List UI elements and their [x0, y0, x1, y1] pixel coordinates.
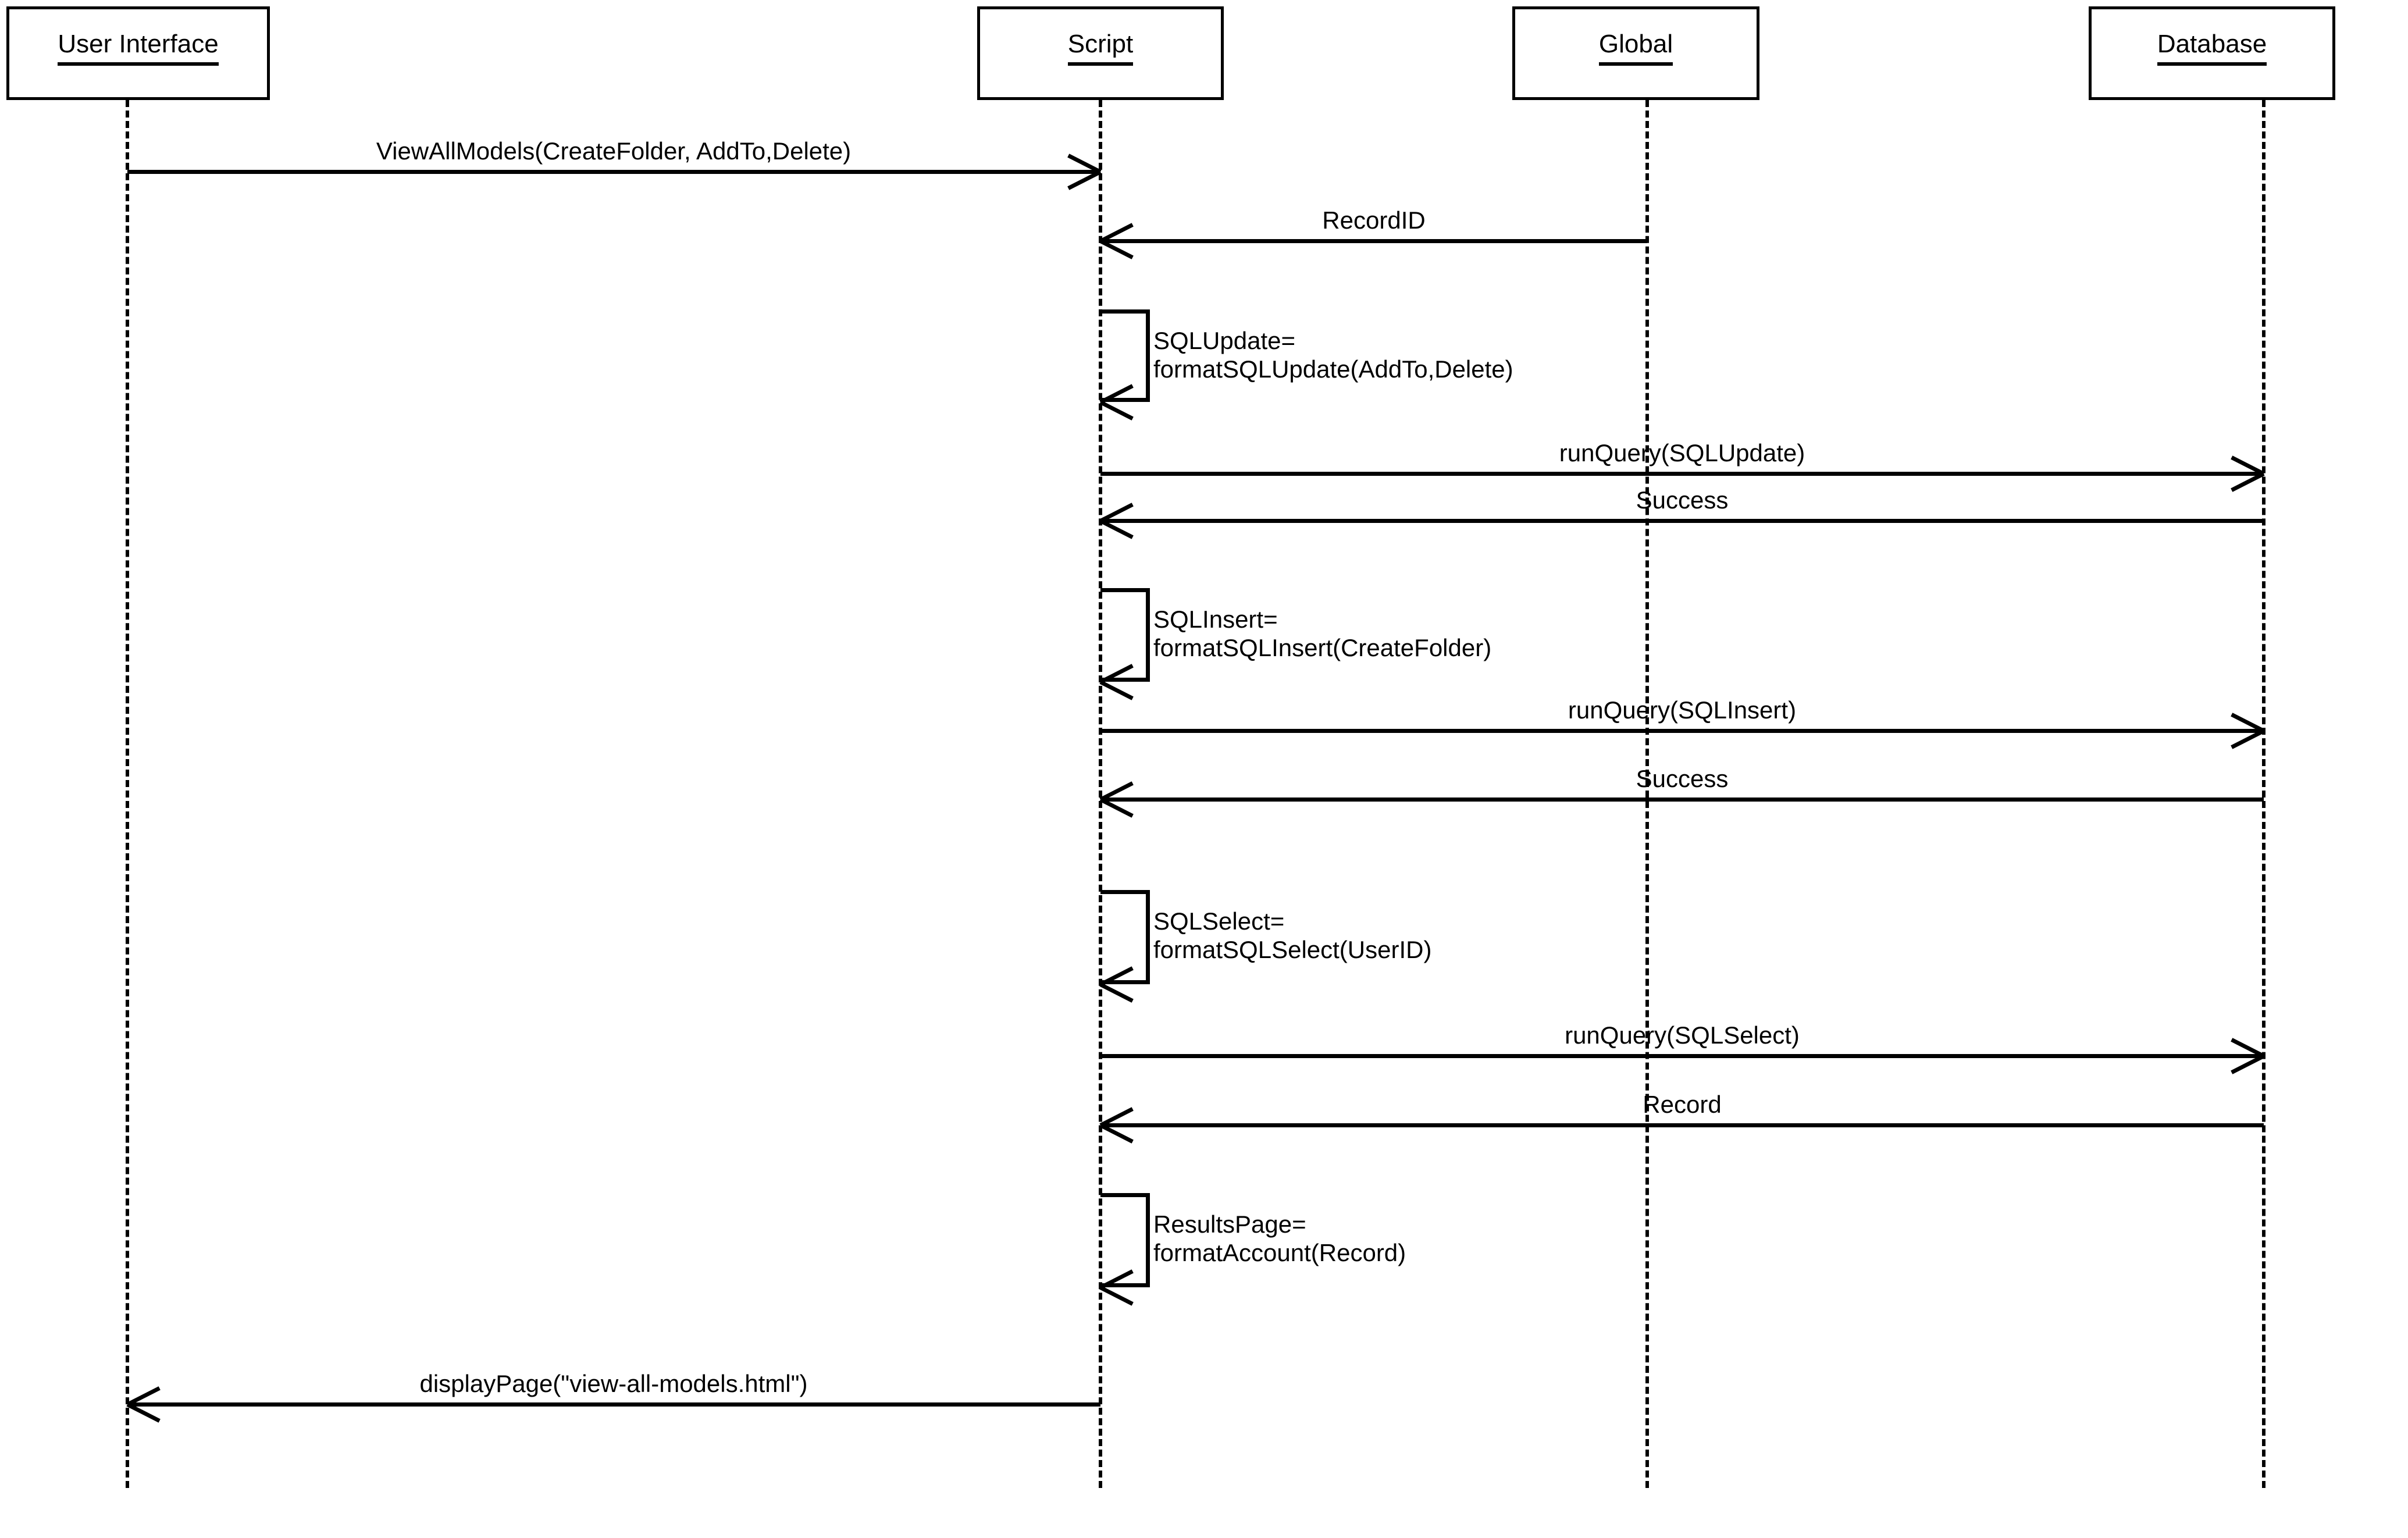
participant-label-global: Global [1515, 30, 1757, 66]
self-call-line-1: SQLSelect= [1153, 907, 1285, 935]
self-call-line-2: formatSQLInsert(CreateFolder) [1153, 633, 1492, 661]
message-line-recordid[interactable] [1100, 239, 1647, 243]
participant-label-user-interface: User Interface [9, 30, 267, 66]
self-call-line-2: formatSQLSelect(UserID) [1153, 935, 1432, 963]
lifeline-database [2262, 100, 2265, 1488]
self-call-line-1: SQLInsert= [1153, 606, 1278, 633]
message-line-success-insert[interactable] [1100, 798, 2264, 802]
participant-label-database: Database [2092, 30, 2332, 66]
lifeline-script [1099, 100, 1102, 1488]
message-label-recordid: RecordID [1322, 207, 1426, 234]
self-call-box-sqlupdate[interactable] [1100, 309, 1150, 402]
message-label-displaypage: displayPage("view-all-models.html") [419, 1370, 808, 1397]
self-call-label-sqlselect: SQLSelect= formatSQLSelect(UserID) [1153, 907, 1431, 964]
self-call-label-resultspage: ResultsPage= formatAccount(Record) [1153, 1211, 1406, 1267]
self-call-line-1: ResultsPage= [1153, 1211, 1306, 1238]
participant-label-script: Script [980, 30, 1221, 66]
message-label-record: Record [1643, 1091, 1722, 1118]
self-call-line-2: formatAccount(Record) [1153, 1238, 1406, 1266]
self-call-line-1: SQLUpdate= [1153, 327, 1296, 354]
participant-box-database[interactable]: Database [2089, 6, 2335, 100]
message-label-success-insert: Success [1636, 765, 1729, 792]
message-label-runquery-sqlselect: runQuery(SQLSelect) [1565, 1021, 1800, 1049]
self-call-box-sqlinsert[interactable] [1100, 588, 1150, 682]
participant-box-user-interface[interactable]: User Interface [6, 6, 270, 100]
message-line-displaypage[interactable] [127, 1402, 1100, 1407]
lifeline-global [1645, 100, 1649, 1488]
message-label-success-update: Success [1636, 486, 1729, 514]
message-label-runquery-sqlinsert: runQuery(SQLInsert) [1568, 696, 1797, 724]
message-line-success-update[interactable] [1100, 519, 2264, 523]
message-line-runquery-sqlupdate[interactable] [1100, 472, 2264, 476]
message-line-viewallmodels[interactable] [127, 170, 1100, 174]
participant-box-script[interactable]: Script [977, 6, 1224, 100]
self-call-box-sqlselect[interactable] [1100, 890, 1150, 984]
self-call-box-resultspage[interactable] [1100, 1193, 1150, 1287]
self-call-label-sqlinsert: SQLInsert= formatSQLInsert(CreateFolder) [1153, 606, 1491, 662]
self-call-label-sqlupdate: SQLUpdate= formatSQLUpdate(AddTo,Delete) [1153, 327, 1513, 383]
message-line-record[interactable] [1100, 1123, 2264, 1127]
self-call-line-2: formatSQLUpdate(AddTo,Delete) [1153, 355, 1513, 383]
message-line-runquery-sqlselect[interactable] [1100, 1054, 2264, 1058]
message-label-runquery-sqlupdate: runQuery(SQLUpdate) [1559, 439, 1805, 467]
message-line-runquery-sqlinsert[interactable] [1100, 729, 2264, 733]
lifeline-user-interface [126, 100, 129, 1488]
participant-box-global[interactable]: Global [1512, 6, 1759, 100]
message-label-viewallmodels: ViewAllModels(CreateFolder, AddTo,Delete… [376, 137, 852, 165]
